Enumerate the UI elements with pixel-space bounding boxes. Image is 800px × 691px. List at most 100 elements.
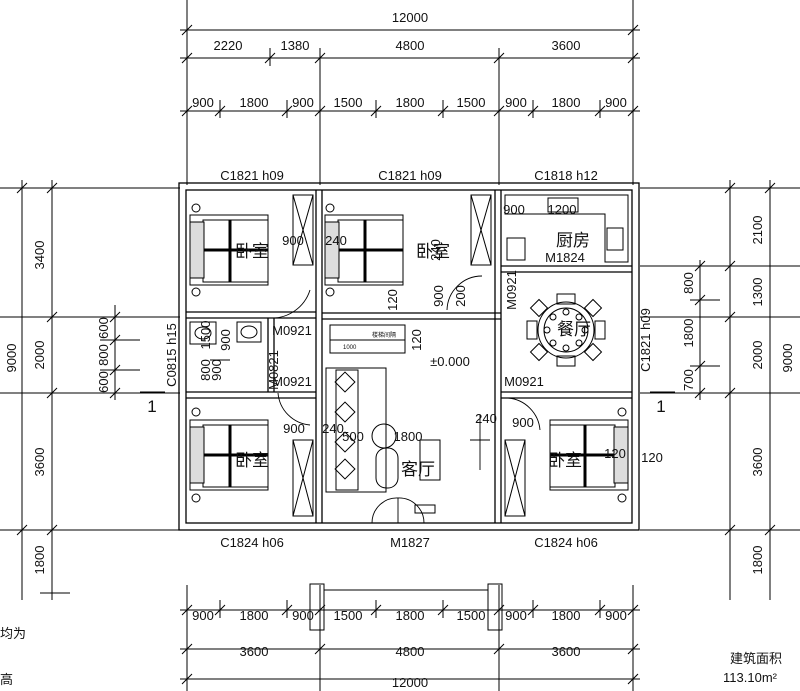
- dim-top-r3-3: 900: [292, 95, 314, 110]
- dim-bot-r1-3: 900: [292, 608, 314, 623]
- dim-top-r3-6: 1500: [457, 95, 486, 110]
- dim-left-s1: 600: [96, 317, 111, 339]
- dim-left-3: 3600: [32, 448, 47, 477]
- area-label: 建筑面积: [730, 651, 782, 666]
- dim-bot-r2-3: 3600: [552, 644, 581, 659]
- dim-left-s3: 600: [96, 371, 111, 393]
- area-block: 建筑面积 113.10m² 均为 高: [0, 626, 782, 687]
- dimension-text: 12000 2220 1380 4800 3600 900 1800 900 1…: [4, 10, 795, 690]
- label-240-a: 240: [325, 233, 347, 248]
- door-front: M1827: [390, 535, 430, 550]
- label-900-a: 900: [282, 233, 304, 248]
- room-dining: 餐厅: [557, 320, 591, 339]
- label-stair-900-b: 900: [209, 359, 224, 381]
- dim-bot-r1-6: 1500: [457, 608, 486, 623]
- dim-right-3: 3600: [750, 448, 765, 477]
- dim-top-r3-2: 1800: [240, 95, 269, 110]
- dim-top-total: 12000: [392, 10, 428, 25]
- room-labels: 卧室 卧室 厨房 餐厅 卧室 客厅 卧室: [235, 231, 591, 479]
- dim-right-outer: 9000: [780, 344, 795, 373]
- area-value: 113.10m²: [723, 670, 778, 685]
- label-200: 200: [453, 285, 468, 307]
- dim-top-r2-4: 3600: [552, 38, 581, 53]
- dim-bot-r1-7: 900: [505, 608, 527, 623]
- window-top-left: C1821 h09: [220, 168, 284, 183]
- label-900-d: 900: [283, 421, 305, 436]
- dim-bot-r2-1: 3600: [240, 644, 269, 659]
- dim-bot-r1-2: 1800: [240, 608, 269, 623]
- window-top-mid: C1821 h09: [378, 168, 442, 183]
- dim-bot-r1-8: 1800: [552, 608, 581, 623]
- porch-columns: [309, 583, 503, 631]
- label-1000: 1000: [343, 345, 357, 351]
- furniture: [189, 194, 629, 517]
- label-1800: 1800: [394, 429, 423, 444]
- room-bedroom-sw: 卧室: [235, 451, 269, 470]
- label-120-c: 120: [641, 450, 663, 465]
- label-500: 500: [342, 429, 364, 444]
- label-900-e: 900: [512, 415, 534, 430]
- label-stair-note: 楼梯间隔: [372, 331, 396, 339]
- label-240-c: 240: [322, 421, 344, 436]
- dim-left-s2: 800: [96, 344, 111, 366]
- window-bottom-left: C1824 h06: [220, 535, 284, 550]
- dim-right-s4: 700: [681, 369, 696, 391]
- window-right-side: C1821 h09: [638, 308, 653, 372]
- walls: [178, 182, 640, 531]
- opening-labels: C1821 h09 C1821 h09 C1818 h12 C1824 h06 …: [164, 168, 653, 550]
- dim-top-r3-5: 1800: [396, 95, 425, 110]
- dim-bot-r1-9: 900: [605, 608, 627, 623]
- label-1200: 1200: [548, 202, 577, 217]
- dim-left-2: 2000: [32, 341, 47, 370]
- label-120-b: 120: [409, 329, 424, 351]
- door-m0921-c: M0921: [504, 374, 544, 389]
- note-line-1: 均为: [0, 626, 26, 641]
- door-swings: [269, 275, 541, 524]
- room-bedroom-se: 卧室: [548, 451, 582, 470]
- label-elevation: ±0.000: [430, 354, 470, 369]
- label-stair-900-a: 900: [218, 329, 233, 351]
- window-left-side: C0815 h15: [164, 323, 179, 387]
- label-240-d: 240: [475, 411, 497, 426]
- window-bottom-right: C1824 h06: [534, 535, 598, 550]
- dim-top-r2-3: 4800: [396, 38, 425, 53]
- section-mark-right: 1: [656, 397, 665, 416]
- door-kitchen: M1824: [545, 250, 585, 265]
- dim-left-1: 3400: [32, 241, 47, 270]
- dim-left-outer: 9000: [4, 344, 19, 373]
- room-bedroom-nw: 卧室: [235, 242, 269, 261]
- room-living: 客厅: [401, 460, 435, 479]
- door-m0921-b: M0921: [272, 374, 312, 389]
- dim-right-s1: 800: [681, 272, 696, 294]
- dim-top-r2-2: 1380: [281, 38, 310, 53]
- room-kitchen: 厨房: [556, 231, 590, 250]
- dim-top-r3-7: 900: [505, 95, 527, 110]
- door-m0921-d: M0921: [504, 270, 519, 310]
- note-line-2: 高: [0, 672, 13, 687]
- dim-right-s2: 1300: [750, 278, 765, 307]
- dim-bot-r1-1: 900: [192, 608, 214, 623]
- label-1500: 1500: [198, 321, 213, 350]
- door-m0921-a: M0921: [272, 323, 312, 338]
- dim-bot-r2-2: 4800: [396, 644, 425, 659]
- dim-top-r2-1: 2220: [214, 38, 243, 53]
- misc-labels: 900 240 900 1200 240 120 900 200 120 800…: [147, 202, 665, 465]
- dim-top-r3-1: 900: [192, 95, 214, 110]
- dim-top-r3-4: 1500: [334, 95, 363, 110]
- section-mark-left: 1: [147, 397, 156, 416]
- door-m0821: M0821: [266, 350, 281, 390]
- dim-bot-total: 12000: [392, 675, 428, 690]
- dim-bot-r1-4: 1500: [334, 608, 363, 623]
- dim-bot-r1-5: 1800: [396, 608, 425, 623]
- room-bedroom-n: 卧室: [416, 242, 450, 261]
- dim-right-4: 1800: [750, 546, 765, 575]
- label-240-b: 240: [428, 239, 443, 261]
- label-800: 800: [198, 359, 213, 381]
- dim-top-r3-9: 900: [605, 95, 627, 110]
- dim-top-r3-8: 1800: [552, 95, 581, 110]
- dim-right-s3: 1800: [681, 319, 696, 348]
- window-top-right: C1818 h12: [534, 168, 598, 183]
- label-900-c: 900: [431, 285, 446, 307]
